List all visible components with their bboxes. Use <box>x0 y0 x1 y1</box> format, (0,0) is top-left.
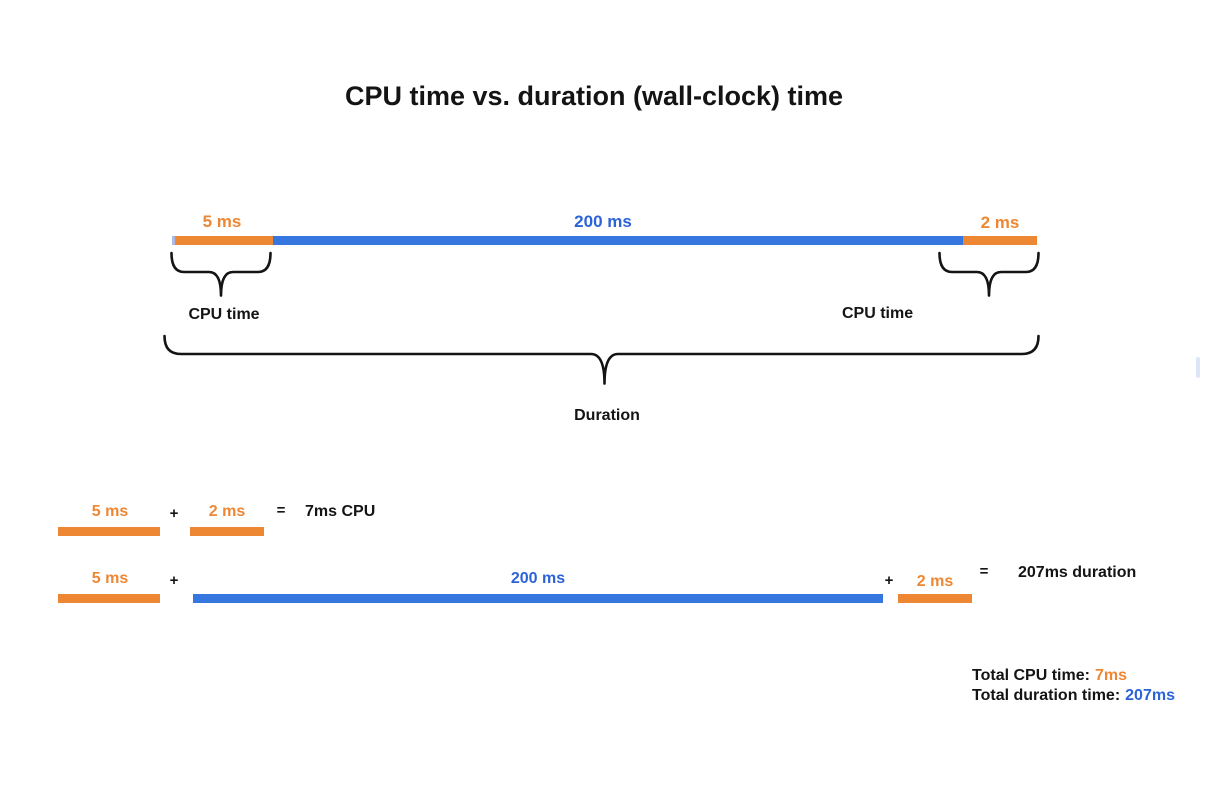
eq-dur-bar-200ms <box>193 594 883 603</box>
timeline-cpu-start-label: 5 ms <box>202 212 242 231</box>
duration-brace <box>163 334 1040 385</box>
timeline-segment-wait <box>273 236 963 245</box>
eq-cpu-plus: + <box>169 505 179 522</box>
eq-dur-bar-2ms <box>898 594 972 603</box>
timeline-bar-start-sliver <box>172 236 175 245</box>
eq-cpu-equals: = <box>276 502 286 519</box>
totals-block: Total CPU time:7ms Total duration time:2… <box>972 666 1175 706</box>
eq-dur-term2-label: 200 ms <box>510 570 566 587</box>
cpu-time-left-brace <box>170 251 272 297</box>
timeline-segment-cpu-end <box>963 236 1037 245</box>
eq-cpu-term2-label: 2 ms <box>208 503 246 520</box>
cpu-time-right-label: CPU time <box>842 305 914 322</box>
cpu-time-left-label: CPU time <box>188 306 260 323</box>
cpu-time-right-brace <box>938 251 1040 297</box>
eq-dur-result: 207ms duration <box>1018 564 1137 581</box>
total-cpu-line: Total CPU time:7ms <box>972 666 1175 686</box>
total-cpu-value: 7ms <box>1094 667 1127 684</box>
total-duration-value: 207ms <box>1125 687 1175 704</box>
eq-cpu-bar-2ms <box>190 527 264 536</box>
total-duration-line: Total duration time:207ms <box>972 686 1175 706</box>
eq-cpu-result: 7ms CPU <box>305 503 376 520</box>
eq-dur-plus1: + <box>169 572 179 589</box>
eq-dur-plus2: + <box>884 572 894 589</box>
timeline-segment-cpu-start <box>175 236 273 245</box>
page-title: CPU time vs. duration (wall-clock) time <box>344 81 844 111</box>
eq-dur-bar-5ms <box>58 594 160 603</box>
total-cpu-label: Total CPU time: <box>972 667 1090 684</box>
timeline-wait-label: 200 ms <box>574 212 632 231</box>
eq-cpu-bar-5ms <box>58 527 160 536</box>
duration-label: Duration <box>574 407 640 424</box>
eq-dur-equals: = <box>979 563 989 580</box>
eq-dur-term3-label: 2 ms <box>916 573 954 590</box>
eq-dur-term1-label: 5 ms <box>91 570 129 587</box>
scrollbar-thumb[interactable] <box>1196 357 1200 378</box>
timeline-bar <box>172 236 1037 245</box>
eq-cpu-term1-label: 5 ms <box>91 503 129 520</box>
timeline-cpu-end-label: 2 ms <box>980 213 1020 232</box>
total-duration-label: Total duration time: <box>972 687 1121 704</box>
